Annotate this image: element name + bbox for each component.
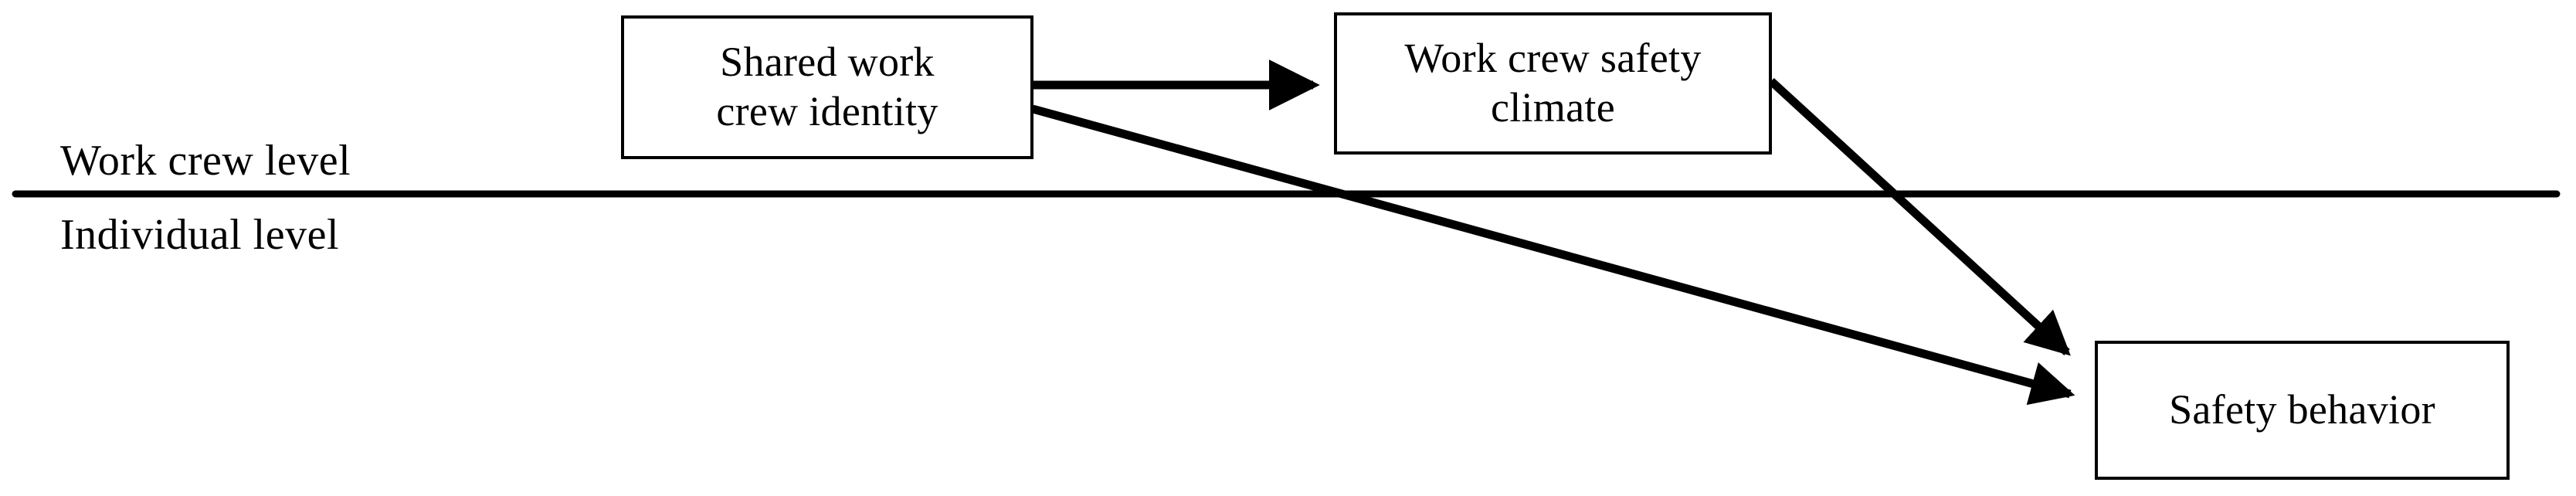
node-label-shared-work-crew-identity: Shared work crew identity bbox=[716, 39, 938, 134]
node-work-crew-safety-climate[interactable]: Work crew safety climate bbox=[1334, 12, 1772, 155]
node-safety-behavior[interactable]: Safety behavior bbox=[2095, 341, 2510, 480]
arrow-climate-to-behavior bbox=[1768, 77, 2071, 356]
level-label-individual: Individual level bbox=[60, 211, 340, 259]
node-label-work-crew-safety-climate: Work crew safety climate bbox=[1404, 35, 1702, 131]
arrow-identity-to-behavior bbox=[1031, 104, 2075, 406]
node-label-safety-behavior: Safety behavior bbox=[2169, 386, 2435, 433]
node-shared-work-crew-identity[interactable]: Shared work crew identity bbox=[621, 15, 1033, 159]
level-label-work-crew: Work crew level bbox=[60, 137, 351, 185]
